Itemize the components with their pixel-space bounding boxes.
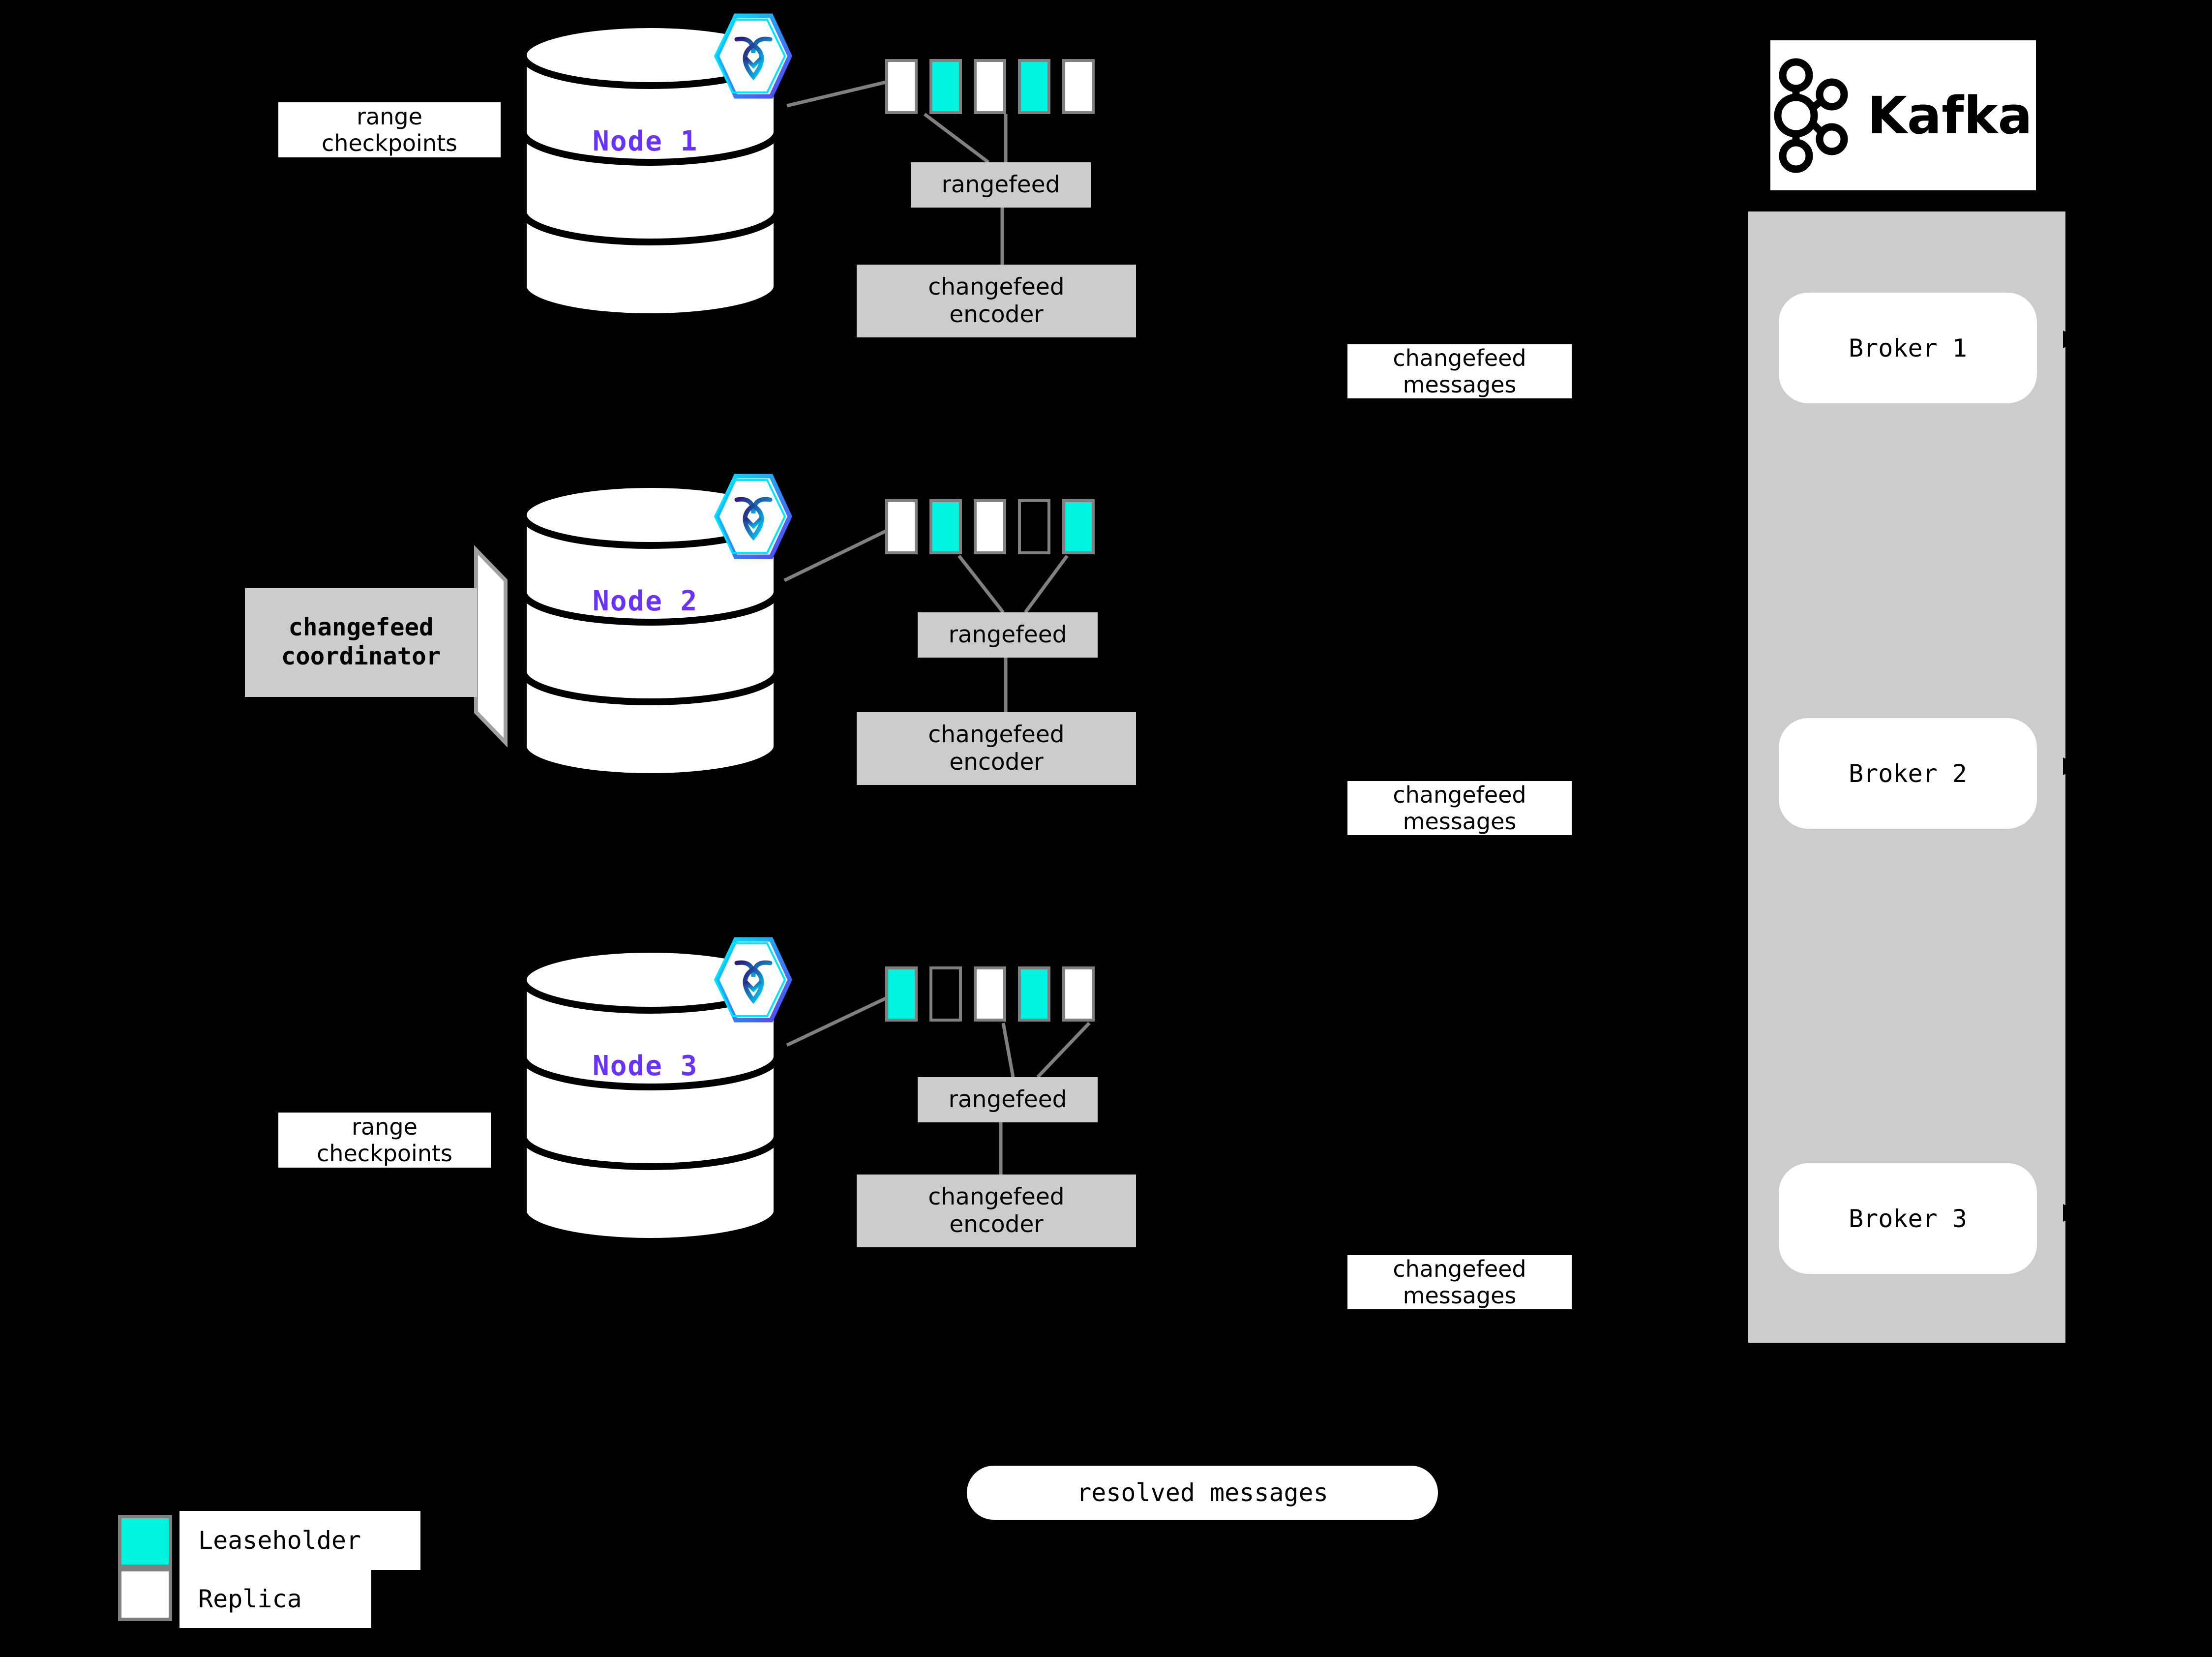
node-1-encoder-box[interactable]: changefeed encoder	[857, 265, 1136, 337]
legend-item-replica: Replica	[179, 1570, 371, 1628]
range-cell[interactable]	[885, 499, 918, 554]
kafka-broker-panel: Broker 1 Broker 2 Broker 3	[1748, 211, 2065, 1343]
changefeed-messages-label-1: changefeed messages	[1347, 344, 1572, 398]
replica-swatch	[118, 1568, 172, 1621]
cockroachdb-hexagon-icon	[714, 474, 792, 559]
node-1-ranges	[885, 59, 1095, 114]
changefeed-messages-label-2: changefeed messages	[1347, 781, 1572, 835]
range-cell[interactable]	[974, 499, 1006, 554]
range-cell[interactable]	[929, 966, 962, 1022]
range-cell[interactable]	[1062, 966, 1095, 1022]
broker-1[interactable]: Broker 1	[1779, 293, 2037, 403]
kafka-wordmark: Kafka	[1867, 85, 2033, 146]
node-3-label: Node 3	[593, 1050, 698, 1082]
changefeed-coordinator-label[interactable]: changefeed coordinator	[281, 613, 441, 670]
cockroachdb-hexagon-icon	[714, 937, 792, 1023]
range-cell[interactable]	[929, 59, 962, 114]
broker-2[interactable]: Broker 2	[1779, 718, 2037, 829]
node-1-cylinder	[520, 21, 780, 320]
node-2-rangefeed-box[interactable]: rangefeed	[918, 612, 1098, 658]
node-3-rangefeed-box[interactable]: rangefeed	[918, 1077, 1098, 1122]
range-cell[interactable]	[1018, 499, 1050, 554]
range-cell[interactable]	[1062, 499, 1095, 554]
node-3-cylinder	[520, 946, 780, 1245]
changefeed-messages-label-3: changefeed messages	[1347, 1255, 1572, 1309]
node-1-label: Node 1	[593, 125, 698, 157]
changefeed-coordinator-wedge	[245, 545, 508, 748]
node-1-rangefeed-box[interactable]: rangefeed	[911, 162, 1091, 208]
node-2-label: Node 2	[593, 585, 698, 617]
range-cell[interactable]	[974, 59, 1006, 114]
node-3-ranges	[885, 966, 1095, 1022]
node-1-range-checkpoints-label: range checkpoints	[278, 102, 501, 157]
range-cell[interactable]	[1062, 59, 1095, 114]
node-3-range-checkpoints-label: range checkpoints	[278, 1113, 491, 1168]
node-2-cylinder	[520, 481, 780, 780]
range-cell[interactable]	[1018, 59, 1050, 114]
cockroachdb-hexagon-icon	[714, 13, 792, 99]
range-cell[interactable]	[1018, 966, 1050, 1022]
legend-item-leaseholder: Leaseholder	[179, 1511, 420, 1570]
range-cell[interactable]	[885, 59, 918, 114]
range-cell[interactable]	[885, 966, 918, 1022]
kafka-logo-card: Kafka	[1770, 40, 2036, 190]
node-3-encoder-box[interactable]: changefeed encoder	[857, 1175, 1136, 1247]
node-2-encoder-box[interactable]: changefeed encoder	[857, 712, 1136, 785]
leaseholder-swatch	[118, 1515, 172, 1568]
range-cell[interactable]	[929, 499, 962, 554]
resolved-messages-pill[interactable]: resolved messages	[967, 1466, 1438, 1520]
kafka-logo-icon	[1774, 58, 1848, 173]
broker-3[interactable]: Broker 3	[1779, 1163, 2037, 1274]
range-cell[interactable]	[974, 966, 1006, 1022]
node-2-ranges	[885, 499, 1095, 554]
